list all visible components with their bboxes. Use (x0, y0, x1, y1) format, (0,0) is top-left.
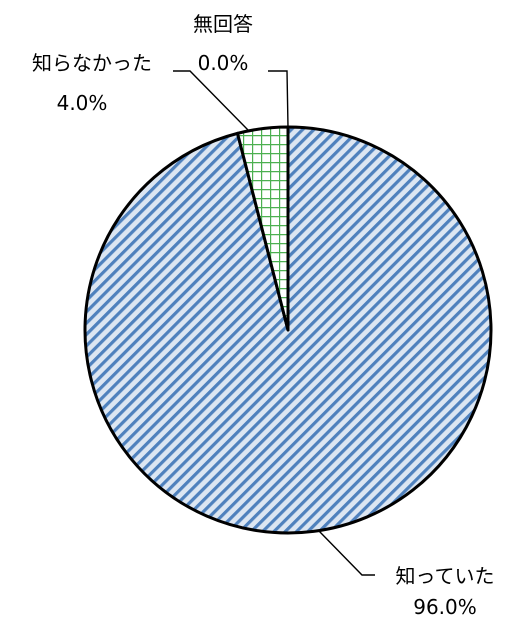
slice-value-knew: 96.0% (413, 595, 477, 619)
leader-line-knew (318, 530, 375, 576)
slice-label-no-answer: 無回答 (193, 12, 253, 36)
slices-layer (83, 125, 493, 535)
slice-value-did-not-know: 4.0% (57, 91, 108, 115)
slice-label-did-not-know: 知らなかった (32, 51, 152, 75)
slice-value-no-answer: 0.0% (198, 51, 249, 75)
slice-label-knew: 知っていた (396, 564, 495, 588)
leader-line-no-answer (268, 70, 289, 128)
leader-line-did-not-know (173, 70, 249, 131)
